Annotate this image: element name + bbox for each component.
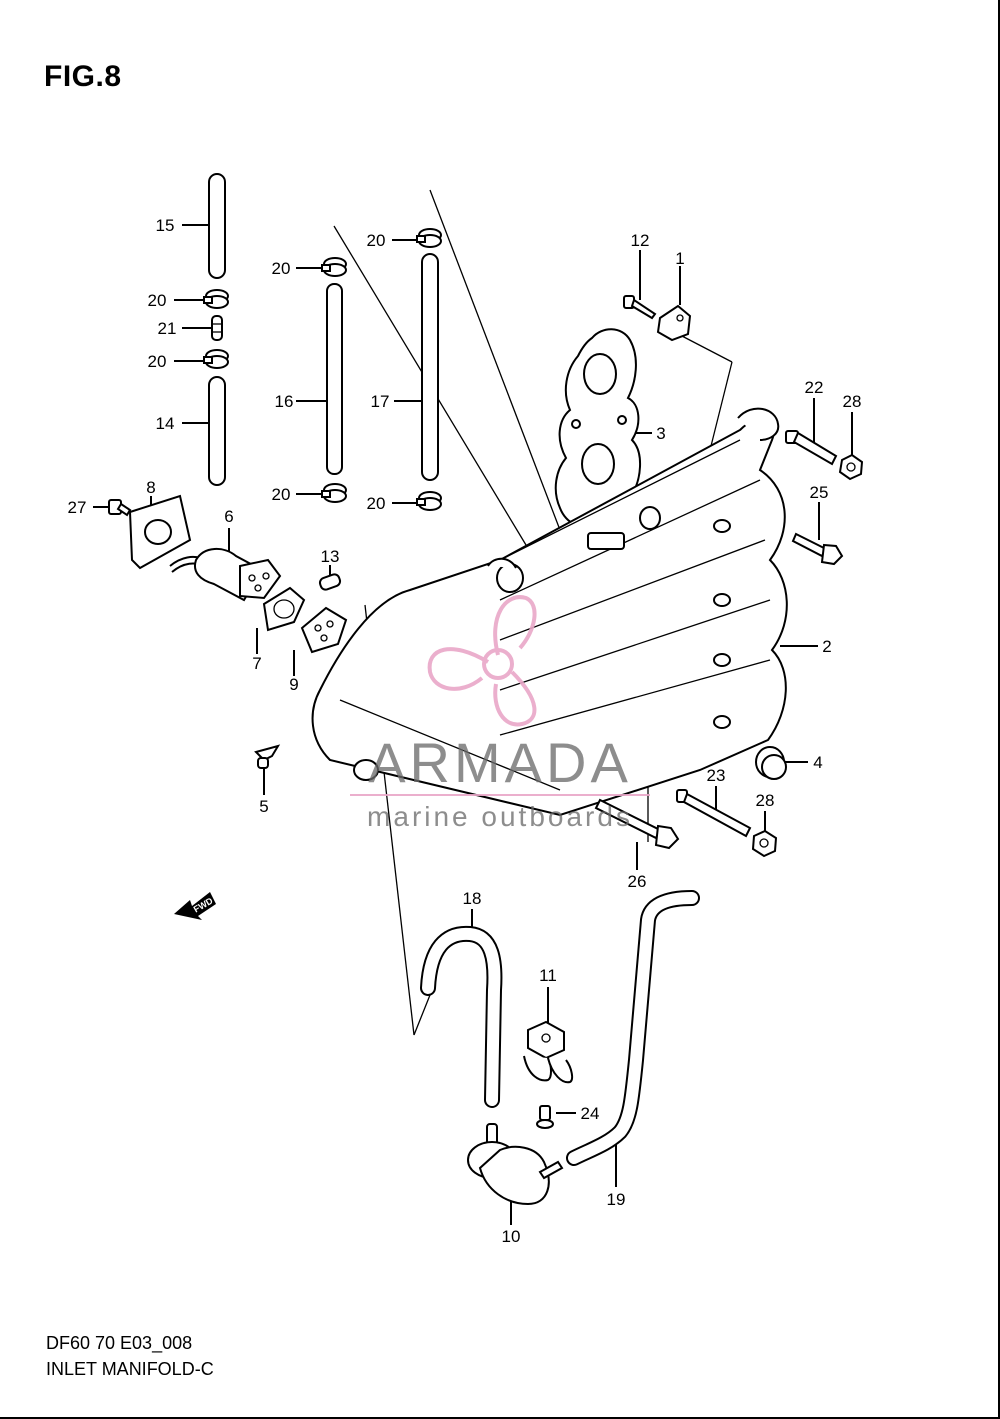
bolt-26 (594, 798, 680, 850)
callout-3: 3 (656, 424, 665, 443)
callout-2: 2 (822, 637, 831, 656)
fwd-arrow-icon: FWD (174, 892, 216, 920)
callout-21: 21 (158, 319, 177, 338)
callout-20-c: 20 (272, 259, 291, 278)
callout-20-b: 20 (148, 352, 167, 371)
callout-9: 9 (289, 675, 298, 694)
nut-28-upper (838, 453, 864, 481)
watermark-tagline: marine outboards (367, 801, 633, 832)
pin-13 (318, 573, 342, 591)
clip-5 (254, 744, 281, 769)
callout-27: 27 (68, 498, 87, 517)
bolt-25 (791, 532, 844, 566)
bolt-24 (536, 1105, 554, 1129)
callout-20-a: 20 (148, 291, 167, 310)
callout-4: 4 (813, 753, 822, 772)
filter-10 (467, 1123, 564, 1206)
callout-7: 7 (252, 654, 261, 673)
callout-28-b: 28 (756, 791, 775, 810)
hose-19 (566, 890, 700, 1166)
hose-15 (208, 173, 226, 279)
hose-14 (208, 376, 226, 486)
propeller-blade-left (427, 647, 490, 691)
callout-13: 13 (321, 547, 340, 566)
bolt-27 (108, 499, 132, 517)
watermark-logo: ARMADA marine outboards (350, 595, 650, 832)
callout-25: 25 (810, 483, 829, 502)
joint-21 (211, 315, 223, 341)
callout-19: 19 (607, 1190, 626, 1209)
hose-17 (421, 253, 439, 481)
callout-labels: 1 2 3 4 5 6 7 8 9 10 11 12 13 14 15 16 1… (68, 216, 862, 1246)
callout-5: 5 (259, 797, 268, 816)
callout-8: 8 (146, 478, 155, 497)
callout-16: 16 (275, 392, 294, 411)
inlet-manifold-2 (311, 407, 788, 817)
bolt-23 (676, 789, 752, 838)
plate-9 (300, 606, 348, 654)
watermark-brand: ARMADA (368, 731, 632, 794)
bracket-1 (656, 304, 692, 342)
hose-16 (326, 283, 343, 475)
callout-12: 12 (631, 231, 650, 250)
callout-11: 11 (539, 966, 557, 985)
figure-title: FIG.8 (44, 60, 122, 93)
callout-23: 23 (707, 766, 726, 785)
callout-28-a: 28 (843, 392, 862, 411)
bolt-12 (623, 295, 657, 320)
gasket-7 (262, 586, 306, 632)
callout-6: 6 (224, 507, 233, 526)
callout-20-e: 20 (367, 231, 386, 250)
callout-20-d: 20 (272, 485, 291, 504)
hose-18 (420, 925, 503, 1108)
callout-14: 14 (156, 414, 175, 433)
callout-24: 24 (581, 1104, 600, 1123)
propeller-icon (427, 595, 537, 727)
callout-22: 22 (805, 378, 824, 397)
figure-code: DF60 70 E03_008 (46, 1333, 193, 1353)
plate-8 (128, 494, 192, 570)
callout-15: 15 (156, 216, 175, 235)
clamps-20 (203, 228, 442, 511)
propeller-hub (482, 648, 514, 680)
callout-17: 17 (371, 392, 390, 411)
bolt-22 (785, 430, 838, 466)
propeller-blade-upper (493, 595, 537, 656)
gasket-3 (554, 328, 642, 530)
callout-10: 10 (502, 1227, 521, 1246)
clamp-11 (523, 1020, 574, 1084)
callout-26: 26 (628, 872, 647, 891)
figure-name: INLET MANIFOLD-C (46, 1359, 214, 1379)
callout-18: 18 (463, 889, 482, 908)
propeller-blade-right (493, 670, 537, 727)
callout-1: 1 (675, 249, 684, 268)
pump-6 (169, 548, 282, 602)
plug-4 (755, 746, 787, 780)
nut-28-lower (751, 829, 778, 858)
callout-20-f: 20 (367, 494, 386, 513)
